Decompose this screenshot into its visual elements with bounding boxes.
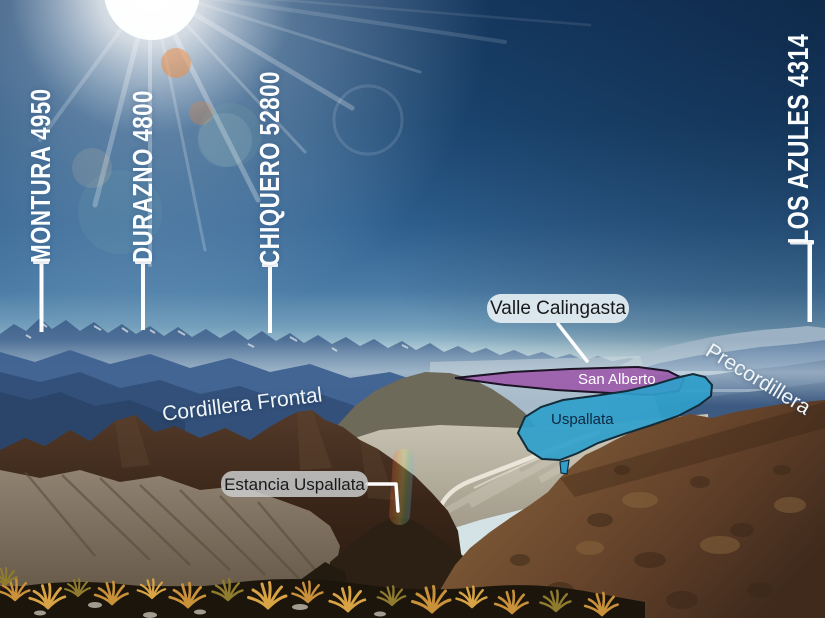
- ravine-streaks: [24, 471, 323, 581]
- area-overlays: [454, 365, 714, 475]
- montura-tick: [33, 260, 49, 264]
- scree-slope: [0, 470, 340, 586]
- estancia-uspallata-connector: [365, 482, 400, 513]
- uspallata-area-fragment: [559, 459, 570, 475]
- durazno-tick: [135, 260, 151, 264]
- montura-line: [39, 264, 44, 332]
- peak-label-durazno: DURAZNO 4800: [127, 90, 158, 263]
- chiquero-line: [268, 267, 272, 333]
- chiquero-tick: [262, 263, 278, 267]
- grass-strip: [0, 567, 645, 618]
- brown-foreground-slope: [432, 400, 825, 618]
- rainbow-flare: [389, 449, 414, 526]
- peak-label-montura: MONTURA 4950: [25, 88, 56, 264]
- area-label-san-alberto: San Alberto: [578, 371, 656, 388]
- callout-valle-calingasta: Valle Calingasta: [487, 294, 629, 323]
- callout-estancia-uspallata-label: Estancia Uspallata: [224, 474, 365, 494]
- lens-flares: [72, 48, 404, 254]
- uspallata-area: [516, 372, 714, 462]
- callout-valle-calingasta-label: Valle Calingasta: [490, 298, 626, 319]
- pointer-lines: [33, 240, 814, 513]
- area-label-uspallata: Uspallata: [551, 411, 614, 428]
- peak-label-chiquero: CHIQUERO 52800: [254, 71, 285, 266]
- valle-calingasta-connector: [556, 322, 589, 363]
- stones: [34, 602, 386, 618]
- los-azules-line: [807, 244, 812, 322]
- los-azules-tick: [790, 240, 814, 245]
- peak-label-los-azules: LOS AZULES 4314: [783, 33, 815, 245]
- callout-estancia-uspallata: Estancia Uspallata: [221, 471, 368, 497]
- durazno-line: [141, 264, 145, 330]
- sun-rays: [38, 0, 592, 267]
- sun-icon: [0, 0, 640, 400]
- rounded-hill: [335, 372, 540, 440]
